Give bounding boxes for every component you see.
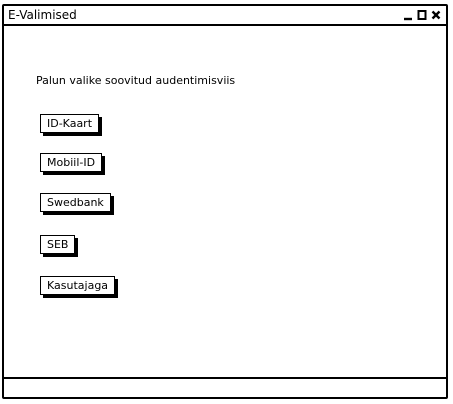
close-icon[interactable] [430,8,442,22]
status-bar [4,377,446,397]
maximize-icon[interactable] [416,8,428,22]
id-kaart-button[interactable]: ID-Kaart [40,114,100,133]
app-window: E-Valimised Palun valike soovitud auden [2,4,448,399]
minimize-icon[interactable] [402,8,414,22]
kasutajaga-button[interactable]: Kasutajaga [40,276,116,295]
window-controls [402,6,442,24]
window-title: E-Valimised [8,8,77,22]
swedbank-button[interactable]: Swedbank [40,193,111,212]
mobiil-id-button[interactable]: Mobiil-ID [40,153,103,172]
title-bar: E-Valimised [4,6,446,26]
content-area: Palun valike soovitud audentimisviis ID-… [4,26,446,375]
auth-prompt: Palun valike soovitud audentimisviis [36,74,236,87]
seb-button[interactable]: SEB [40,235,76,254]
